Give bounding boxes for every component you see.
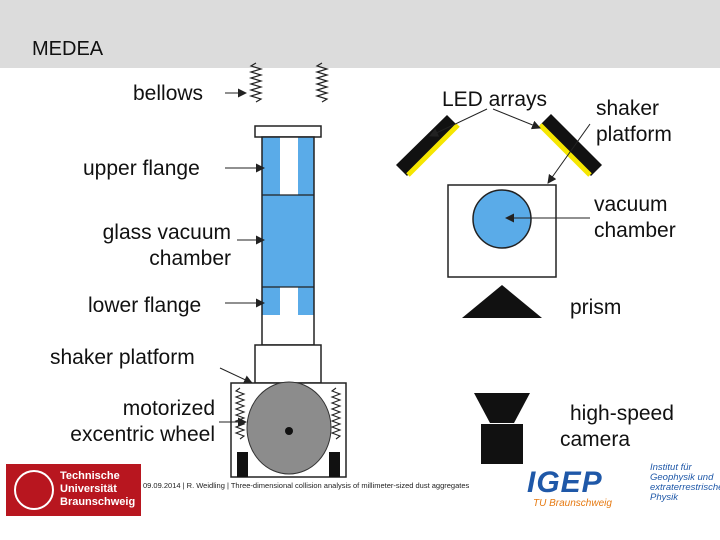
- slide-header: [0, 0, 720, 68]
- vacuum-chamber-label: vacuum chamber: [594, 193, 676, 242]
- upper-flange-plate: [254, 125, 322, 138]
- lower-flange-block: [280, 287, 298, 315]
- wheel-axle: [285, 427, 293, 435]
- high-speed-camera: [474, 393, 530, 464]
- high-speed-camera-label: high-speed camera: [560, 402, 674, 451]
- shaker-platform: [254, 344, 322, 384]
- bellows: [248, 62, 330, 103]
- slide-title: MEDEA: [32, 38, 104, 60]
- led-arrays-label: LED arrays: [442, 88, 548, 111]
- igep-logo: IGEP TU Braunschweig: [527, 466, 612, 510]
- pointer-arrows: [219, 88, 591, 427]
- prism: [462, 285, 542, 318]
- motorized-wheel-assembly: [230, 381, 347, 478]
- tu-braunschweig-logo: Technische Universität Braunschweig: [6, 464, 141, 516]
- bellows-label: bellows: [133, 82, 204, 105]
- glass-vacuum-chamber-label: glass vacuum chamber: [102, 221, 231, 270]
- glass-vacuum-chamber: [261, 136, 315, 346]
- vacuum-chamber-circle: [472, 189, 532, 249]
- upper-flange-label: upper flange: [83, 157, 200, 180]
- motorized-wheel-label: motorized excentric wheel: [70, 397, 215, 446]
- prism-label: prism: [570, 296, 622, 319]
- footer-citation: 09.09.2014 | R. Weidling | Three-dimensi…: [143, 481, 470, 490]
- tu-seal-icon: [14, 470, 54, 510]
- lower-flange-label: lower flange: [88, 294, 202, 317]
- led-array-right: [538, 114, 602, 177]
- upper-flange-block: [280, 137, 298, 195]
- led-array-left: [396, 115, 460, 177]
- shaker-platform-label: shaker platform: [50, 346, 195, 369]
- institut-logo: Institut für Geophysik und extraterrestr…: [650, 462, 720, 503]
- shaker-platform-right-label: shaker platform: [596, 97, 672, 146]
